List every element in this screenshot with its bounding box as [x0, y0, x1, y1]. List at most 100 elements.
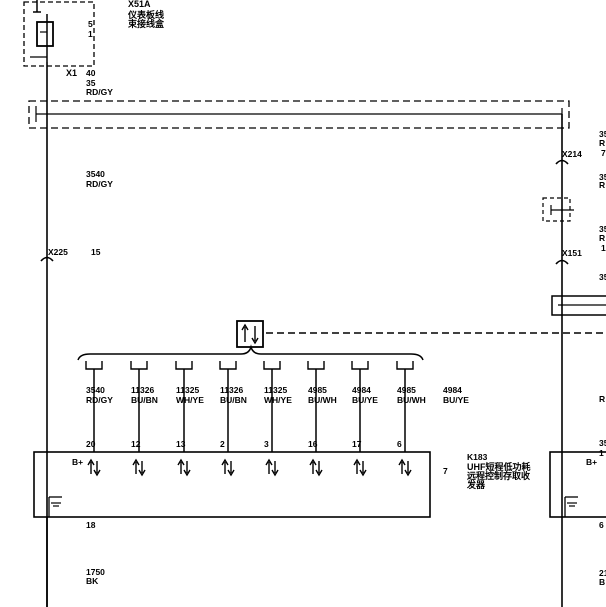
right-edge-label: 35: [599, 129, 606, 139]
bus-terminal-cap: [307, 361, 325, 370]
bus-wire-pin: 17: [352, 439, 362, 449]
bidirectional-arrow-icon: [177, 458, 185, 466]
right-edge-label: 35: [599, 172, 606, 182]
bidirectional-arrow-icon: [138, 469, 146, 477]
module-id: K183: [467, 452, 488, 462]
bidirectional-arrow-icon: [87, 458, 95, 466]
bus-terminal-cap: [219, 361, 237, 370]
bus-wire-circuit: 11326: [131, 385, 154, 395]
bus-wire-pin: 2: [220, 439, 225, 449]
right-edge-label: 7: [601, 148, 606, 158]
bidirectional-arrow-icon: [404, 469, 412, 477]
bidirectional-arrow-icon: [221, 458, 229, 466]
bus-wire-group: 3540RD/GY2011326BU/BN1211325WH/YE1311326…: [85, 361, 426, 477]
bus-wire-circuit: 11325: [176, 385, 199, 395]
left-wire-color: RD/GY: [86, 179, 113, 189]
module-box: [33, 451, 431, 518]
right-edge-label: B: [599, 577, 605, 587]
ground-wire-circuit: 1750: [86, 567, 105, 577]
bus-wire-circuit: 3540: [86, 385, 105, 395]
bidirectional-arrow-icon: [227, 469, 235, 477]
bidirectional-arrow-icon: [132, 458, 140, 466]
right-edge-label: 21: [599, 568, 606, 578]
bus-wire-color: WH/YE: [264, 395, 292, 405]
bus-wire-color: BU/WH: [308, 395, 337, 405]
right-edge-label: 6: [599, 520, 604, 530]
bus-wire-circuit: 4985: [308, 385, 327, 395]
bus-wire-color: WH/YE: [176, 395, 204, 405]
top-connector-box: [23, 0, 95, 67]
bus-arrow-icon: [236, 320, 264, 348]
extra-wire-color: BU/YE: [443, 395, 469, 405]
left-wire-circuit: 3540: [86, 169, 105, 179]
ground-wire-color: BK: [86, 576, 99, 586]
bidirectional-arrow-icon: [353, 458, 361, 466]
bus-wire-color: BU/BN: [131, 395, 158, 405]
bus-wire-color: RD/GY: [86, 395, 113, 405]
bus-wire-color: BU/YE: [352, 395, 378, 405]
bus-wire-color: BU/WH: [397, 395, 426, 405]
bidirectional-arrow-icon: [398, 458, 406, 466]
right-edge-label: 35: [599, 272, 606, 282]
bus-wire-pin: 3: [264, 439, 269, 449]
right-dashed-box: [542, 197, 574, 222]
module-name-line3: 发器: [466, 479, 486, 490]
bus-terminal-cap: [85, 361, 103, 370]
right-edge-label: R: [599, 233, 605, 243]
right-edge-label: B+: [586, 457, 597, 467]
module-name-line1: UHF短程低功耗: [467, 461, 531, 472]
inline-connector-left-id: X225: [48, 247, 68, 257]
top-pin-code-d: 35: [86, 78, 96, 88]
bidirectional-arrow-icon: [359, 469, 367, 477]
bidirectional-arrow-icon: [183, 469, 191, 477]
inline-connector-left-pin: 15: [91, 247, 101, 257]
top-connector-desc-line1: 仪表板线: [127, 9, 164, 20]
inline-connector-x214: [555, 159, 569, 165]
right-edge-label: R: [599, 180, 605, 190]
bidirectional-arrow-icon: [271, 469, 279, 477]
bus-wire-circuit: 4984: [352, 385, 371, 395]
top-connector-id: X51A: [128, 0, 151, 9]
bidirectional-arrow-icon: [309, 458, 317, 466]
bidirectional-arrow-icon: [315, 469, 323, 477]
top-wire-color: RD/GY: [86, 87, 113, 97]
bus-terminal-cap: [130, 361, 148, 370]
module-name-line2: 远程控制存取收: [467, 470, 530, 481]
bus-wire-circuit: 4985: [397, 385, 416, 395]
top-connector-desc-line2: 束接线盒: [128, 18, 165, 29]
bidirectional-arrow-icon: [265, 458, 273, 466]
right-edge-label: 1: [601, 243, 606, 253]
top-pin-code-a: 5: [88, 19, 93, 29]
bus-terminal-cap: [175, 361, 193, 370]
bus-wire-pin: 20: [86, 439, 96, 449]
right-module-box: [549, 451, 606, 518]
bus-wire-circuit: 11325: [264, 385, 287, 395]
bus-wire-pin: 12: [131, 439, 141, 449]
right-edge-label: 1: [599, 448, 604, 458]
module-ground-icon: [48, 496, 62, 517]
right-edge-label: 35: [599, 224, 606, 234]
right-edge-label: R: [599, 394, 605, 404]
bus-wire-color: BU/BN: [220, 395, 247, 405]
top-pin-code-b: 1: [88, 29, 93, 39]
inline-connector-x225: [40, 256, 54, 262]
inline-connector-right1-id: X214: [562, 149, 582, 159]
right-edge-label: 35: [599, 438, 606, 448]
bus-terminal-cap: [396, 361, 414, 370]
splice-pack-box: [28, 100, 570, 129]
bus-wire-pin: 16: [308, 439, 318, 449]
bus-wire-pin: 13: [176, 439, 186, 449]
right-edge-label: R: [599, 138, 605, 148]
module-power-label: B+: [72, 457, 83, 467]
extra-wire-circuit: 4984: [443, 385, 462, 395]
inline-connector-x151: [555, 259, 569, 265]
bus-bracket: [77, 344, 424, 361]
bus-terminal-cap: [351, 361, 369, 370]
top-pin-label: X1: [66, 68, 77, 78]
right-edge-labels: 35R735R35R135R351B+621B: [586, 129, 606, 587]
bus-wire-pin: 6: [397, 439, 402, 449]
bus-wire-circuit: 11326: [220, 385, 243, 395]
inline-connector-right2-id: X151: [562, 248, 582, 258]
extra-wire-pin: 7: [443, 466, 448, 476]
